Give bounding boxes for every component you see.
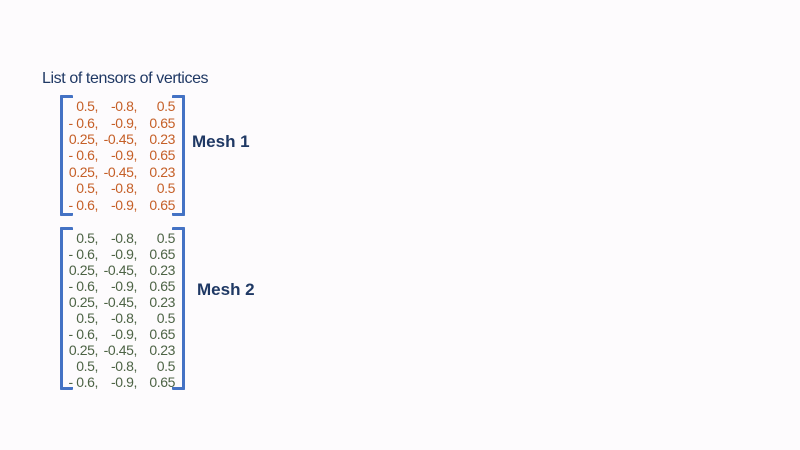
matrix-cell: 0.5 [156,358,176,374]
matrix-cell: -0.8, [110,358,137,374]
matrix-cell: -0.8, [110,98,137,115]
matrix-row: 0.25,-0.45, 0.23 [66,131,176,148]
left-bracket-icon [60,227,73,390]
slide-title: List of tensors of vertices [42,70,209,87]
matrix-cell: -0.9, [110,114,137,131]
matrix-row: - 0.6, -0.9, 0.65 [66,115,175,131]
matrix-cell: -0.9, [110,278,137,294]
matrix-cell: -0.8, [110,310,137,326]
matrix-cell: -0.9, [110,326,137,342]
matrix-cell: 0.25, [68,131,99,148]
matrix-row: 0.25,-0.45, 0.23 [66,262,176,278]
matrix-row: - 0.6, -0.9, 0.65 [66,246,175,262]
matrix-cell: -0.45, [103,163,138,180]
matrix-cell: -0.45, [103,342,138,358]
matrix-row: - 0.6, -0.9, 0.65 [66,197,175,213]
matrix-cell: 0.23 [149,131,175,148]
matrix-cell: 0.23 [149,294,175,310]
matrix-cell: - 0.6, [68,278,98,294]
matrix-cell: -0.9, [110,196,137,213]
right-bracket-icon [172,227,185,390]
matrix-cell: 0.25, [68,262,99,278]
matrix-cell: 0.23 [149,163,175,180]
matrix-cell: - 0.6, [68,326,98,342]
matrix-row: 0.5, -0.8, 0.5 [66,230,175,246]
matrix-cell: 0.25, [68,342,99,358]
matrix-cell: -0.8, [110,230,137,246]
matrix-cell: 0.65 [149,114,175,131]
matrix-row: - 0.6, -0.9, 0.65 [66,326,175,342]
matrix-cell: 0.5, [76,180,98,197]
matrix-cell: - 0.6, [68,246,98,262]
matrix-row: 0.5, -0.8, 0.5 [66,98,175,114]
matrix-row: - 0.6, -0.9, 0.65 [66,278,175,294]
mesh2-label: Mesh 2 [197,280,255,299]
matrix-row: 0.25,-0.45, 0.23 [66,294,176,310]
matrix-cell: -0.9, [110,147,137,164]
matrix-cell: 0.5 [156,310,176,326]
matrix-cell: -0.9, [110,246,137,262]
matrix-cell: 0.5, [76,230,98,246]
matrix-cell: 0.65 [149,374,175,390]
matrix-cell: 0.65 [149,147,175,164]
matrix-cell: 0.23 [149,342,175,358]
matrix-cell: 0.65 [149,246,175,262]
matrix-cell: 0.5, [76,310,98,326]
matrix-cell: -0.45, [103,294,138,310]
matrix-cell: - 0.6, [68,374,98,390]
matrix-cell: 0.5 [156,98,176,115]
matrix-cell: - 0.6, [68,147,98,164]
mesh1-label: Mesh 1 [192,132,250,151]
matrix-cell: 0.5, [76,358,98,374]
right-bracket-icon [172,95,185,216]
matrix-row: 0.25,-0.45, 0.23 [66,342,176,358]
matrix-row: 0.5, -0.8, 0.5 [66,310,175,326]
matrix-cell: -0.8, [110,180,137,197]
matrix-row: - 0.6, -0.9, 0.65 [66,374,175,390]
matrix-row: 0.5, -0.8, 0.5 [66,180,175,196]
matrix-row: 0.5, -0.8, 0.5 [66,358,175,374]
matrix-cell: 0.23 [149,262,175,278]
matrix-cell: -0.9, [110,374,137,390]
matrix-row: - 0.6, -0.9, 0.65 [66,147,175,163]
matrix-cell: 0.25, [68,294,99,310]
matrix-cell: 0.65 [149,196,175,213]
matrix-cell: 0.5, [76,98,98,115]
matrix-cell: -0.45, [103,131,138,148]
left-bracket-icon [60,95,73,216]
matrix-cell: 0.65 [149,326,175,342]
matrix-cell: 0.65 [149,278,175,294]
matrix-cell: 0.5 [156,230,176,246]
matrix-cell: -0.45, [103,262,138,278]
matrix-cell: - 0.6, [68,114,98,131]
matrix-row: 0.25,-0.45, 0.23 [66,163,176,180]
matrix-cell: 0.25, [68,163,99,180]
matrix-cell: 0.5 [156,180,176,197]
matrix-cell: - 0.6, [68,196,98,213]
